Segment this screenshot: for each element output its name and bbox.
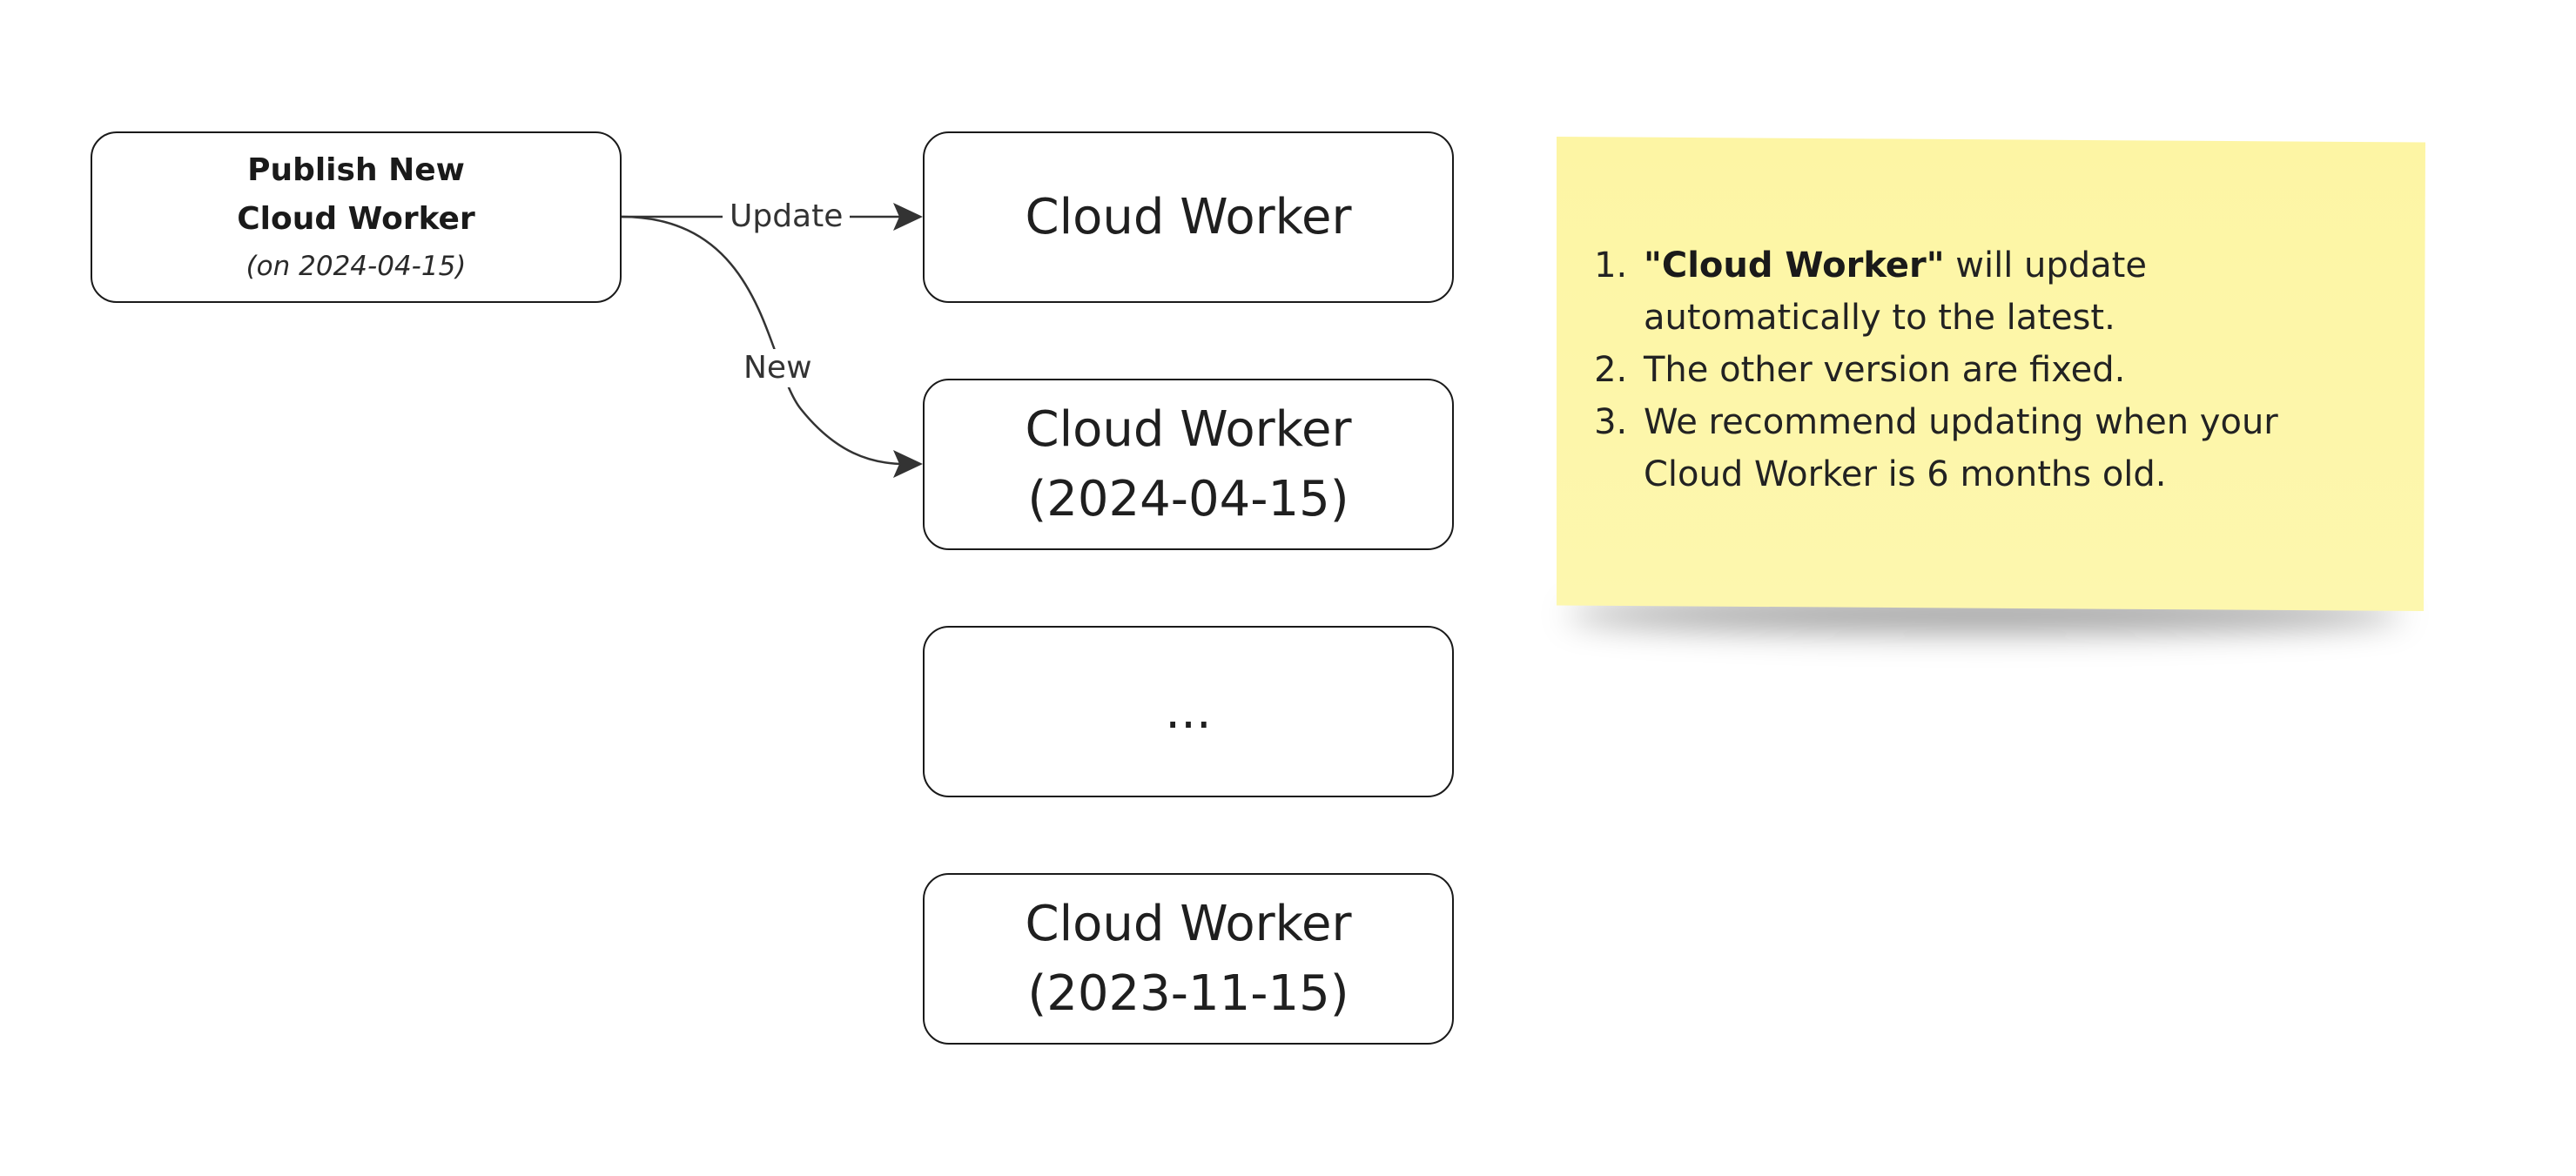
cloud-worker-2023-11-15-node[interactable]: Cloud Worker (2023-11-15)	[923, 873, 1454, 1045]
note-item-2: The other version are fixed.	[1638, 344, 2364, 396]
publish-node-date: (on 2024-04-15)	[245, 250, 467, 282]
cloud-worker-2024-04-15-node[interactable]: Cloud Worker (2024-04-15)	[923, 379, 1454, 550]
note-list: "Cloud Worker" will update automatically…	[1595, 239, 2364, 501]
publish-node-title-line1: Publish New	[247, 151, 465, 188]
node-line2: (2024-04-15)	[1027, 470, 1349, 528]
note-item-2-text: The other version are fixed.	[1644, 350, 2126, 390]
new-connector	[621, 215, 906, 466]
ellipsis-node[interactable]: ...	[923, 626, 1454, 797]
node-line1: Cloud Worker	[1025, 400, 1352, 458]
new-edge-label: New	[736, 349, 819, 387]
note-item-1-bold: "Cloud Worker"	[1644, 245, 1945, 286]
new-arrowhead	[893, 450, 923, 478]
note-item-1: "Cloud Worker" will update automatically…	[1638, 239, 2364, 344]
cloud-worker-latest-node[interactable]: Cloud Worker	[923, 131, 1454, 303]
note-item-3: We recommend updating when your Cloud Wo…	[1638, 396, 2364, 501]
note-item-1-text: will update automatically to the latest.	[1644, 245, 2147, 338]
note-item-3-text: We recommend updating when your Cloud Wo…	[1644, 402, 2278, 494]
node-line2: (2023-11-15)	[1027, 964, 1349, 1022]
node-line1: ...	[1165, 682, 1212, 740]
update-edge-label: Update	[723, 198, 851, 236]
publish-node[interactable]: Publish New Cloud Worker (on 2024-04-15)	[91, 131, 622, 303]
sticky-note[interactable]: "Cloud Worker" will update automatically…	[1557, 137, 2425, 611]
node-line1: Cloud Worker	[1025, 188, 1352, 245]
update-arrowhead	[893, 203, 923, 231]
publish-node-title-line2: Cloud Worker	[237, 200, 475, 237]
node-line1: Cloud Worker	[1025, 895, 1352, 952]
